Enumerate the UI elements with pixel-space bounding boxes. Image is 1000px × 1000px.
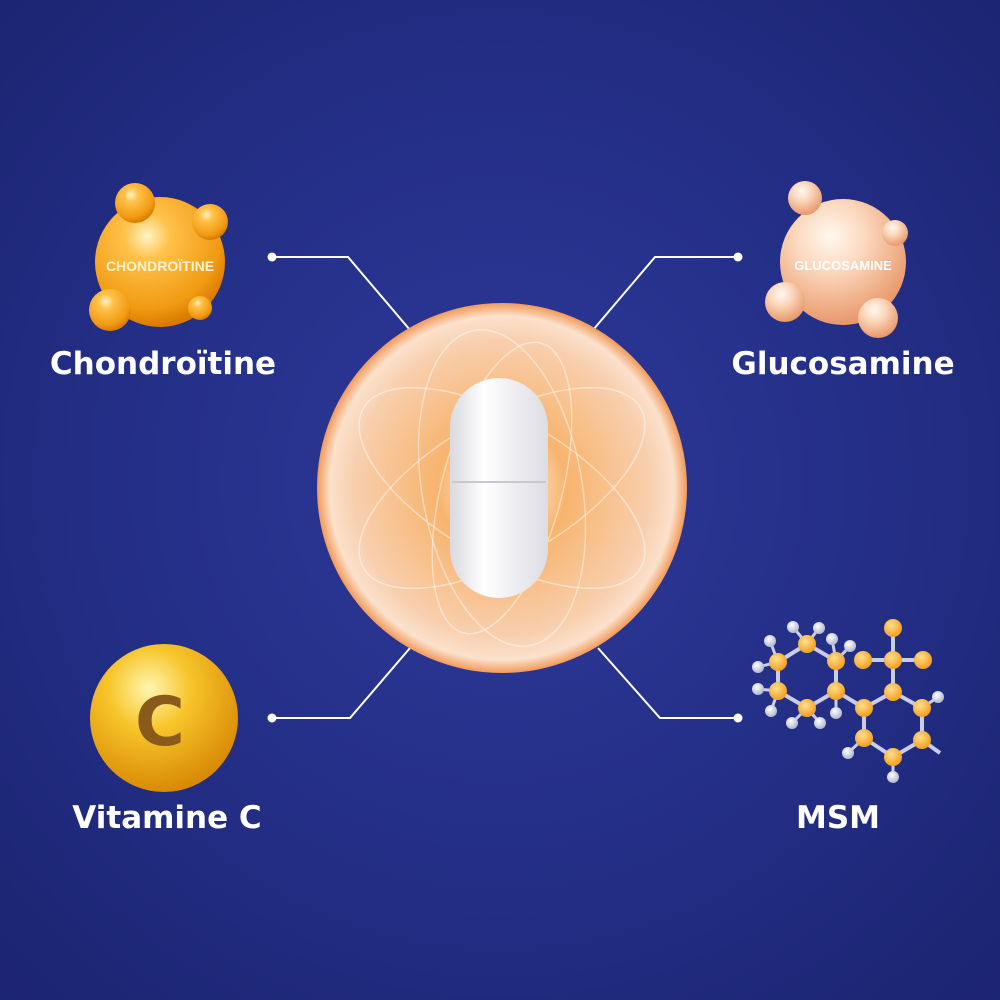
svg-text:CHONDROÏTINE: CHONDROÏTINE: [106, 258, 214, 274]
hydrogen-atom: [842, 747, 854, 759]
carbon-atom: [913, 731, 931, 749]
carbon-atom: [827, 652, 845, 670]
hydrogen-atom: [814, 717, 826, 729]
carbon-atom: [855, 699, 873, 717]
peach-molecule-icon: GLUCOSAMINE: [765, 181, 908, 338]
label-vitamine-c: Vitamine C: [72, 800, 262, 836]
label-msm: MSM: [795, 800, 881, 836]
connector-dots: [267, 252, 743, 723]
hydrogen-atom: [786, 717, 798, 729]
hydrogen-atom: [844, 640, 856, 652]
carbon-atom: [855, 729, 873, 747]
svg-text:GLUCOSAMINE: GLUCOSAMINE: [794, 258, 892, 273]
gold-sphere-icon: C: [90, 644, 238, 792]
hydrogen-atom: [932, 691, 944, 703]
center-sphere: [317, 303, 687, 673]
hydrogen-atom: [764, 635, 776, 647]
hydrogen-atom: [830, 707, 842, 719]
capsule-icon: [450, 378, 548, 598]
carbon-atom: [827, 682, 845, 700]
orange-molecule-icon: CHONDROÏTINE: [89, 183, 228, 331]
carbon-atom: [769, 653, 787, 671]
hydrogen-atom: [787, 621, 799, 633]
hydrogen-atom: [752, 683, 764, 695]
connector-lines: [272, 256, 738, 719]
label-glucosamine: Glucosamine: [731, 346, 955, 382]
carbon-atom: [914, 651, 932, 669]
carbon-atom: [884, 619, 902, 637]
hydrogen-atom: [826, 633, 838, 645]
carbon-atom: [854, 651, 872, 669]
carbon-atom: [913, 699, 931, 717]
hydrogen-atom: [752, 661, 764, 673]
carbon-atom: [884, 683, 902, 701]
hydrogen-atom: [765, 705, 777, 717]
carbon-atom: [798, 699, 816, 717]
hydrogen-atom: [813, 622, 825, 634]
carbon-atom: [884, 748, 902, 766]
chemical-structure-icon: [752, 619, 944, 783]
hydrogen-atom: [887, 771, 899, 783]
svg-text:C: C: [135, 683, 185, 762]
carbon-atom: [769, 682, 787, 700]
label-chondroitine: Chondroïtine: [49, 346, 277, 382]
carbon-atom: [798, 635, 816, 653]
carbon-atom: [884, 651, 902, 669]
